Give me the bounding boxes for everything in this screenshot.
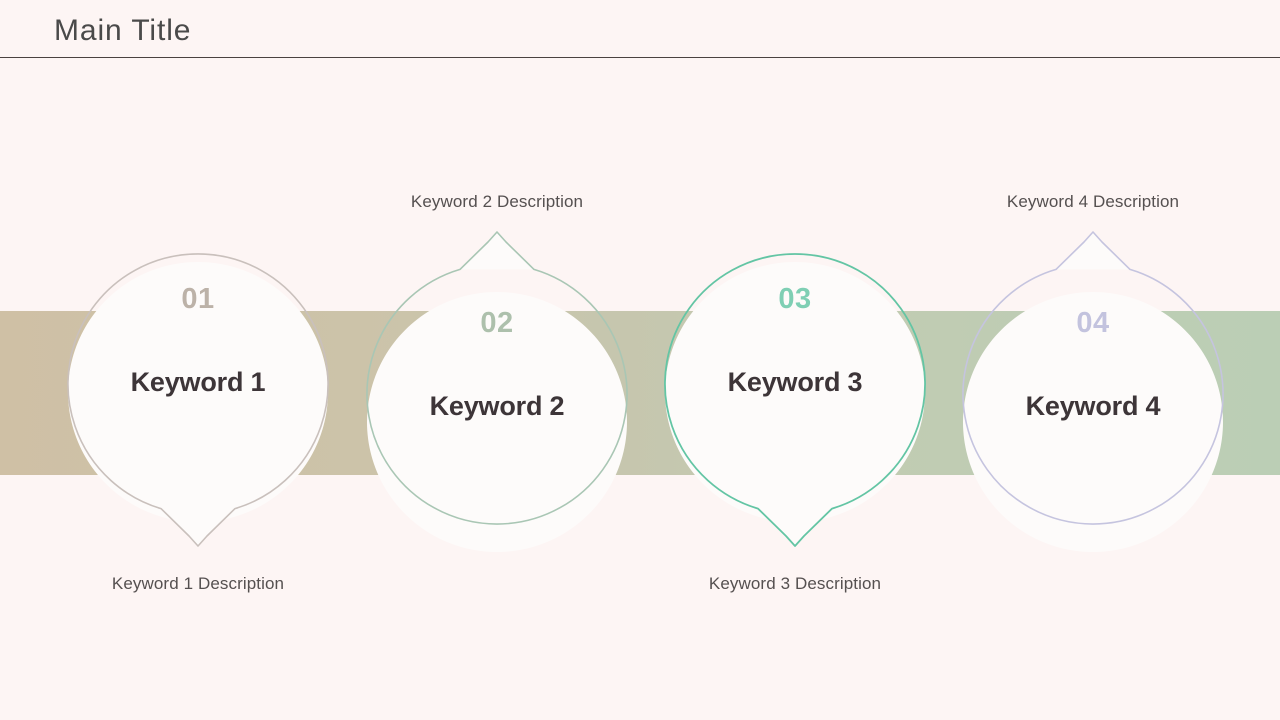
step-item-1[interactable]: 01 Keyword 1 Keyword 1 Description (48, 0, 348, 720)
bubble-shape-icon (366, 231, 628, 552)
step-number-1: 01 (181, 283, 215, 315)
bubble-text-4: 04 Keyword 4 (943, 306, 1243, 423)
speech-bubble-1[interactable]: 01 Keyword 1 (48, 236, 348, 556)
step-description-1: Keyword 1 Description (111, 574, 285, 593)
step-description-4: Keyword 4 Description (1006, 192, 1180, 211)
step-item-4[interactable]: 04 Keyword 4 Keyword 4 Description (943, 0, 1243, 720)
step-description-3: Keyword 3 Description (708, 574, 882, 593)
step-item-3[interactable]: 03 Keyword 3 Keyword 3 Description (645, 0, 945, 720)
title-divider (0, 57, 1280, 58)
step-item-2[interactable]: 02 Keyword 2 Keyword 2 Description (347, 0, 647, 720)
step-label-3: Keyword 3 (727, 367, 863, 397)
bubble-text-3: 03 Keyword 3 (645, 282, 945, 399)
bubble-shape-icon (664, 253, 926, 547)
step-label-2: Keyword 2 (429, 391, 565, 421)
page-title: Main Title (54, 14, 192, 47)
speech-bubble-2[interactable]: 02 Keyword 2 (347, 231, 647, 556)
bubble-shape-icon (67, 253, 329, 547)
step-number-3: 03 (778, 283, 812, 315)
step-number-2: 02 (480, 307, 514, 339)
step-description-2: Keyword 2 Description (410, 192, 584, 211)
speech-bubble-4[interactable]: 04 Keyword 4 (943, 231, 1243, 556)
speech-bubble-3[interactable]: 03 Keyword 3 (645, 236, 945, 556)
bubble-shape-icon (962, 231, 1224, 552)
step-label-4: Keyword 4 (1025, 391, 1161, 421)
bubble-text-2: 02 Keyword 2 (347, 306, 647, 423)
step-number-4: 04 (1076, 307, 1110, 339)
step-label-1: Keyword 1 (130, 367, 266, 397)
bubble-text-1: 01 Keyword 1 (48, 282, 348, 399)
slide-header: Main Title (54, 10, 1280, 70)
